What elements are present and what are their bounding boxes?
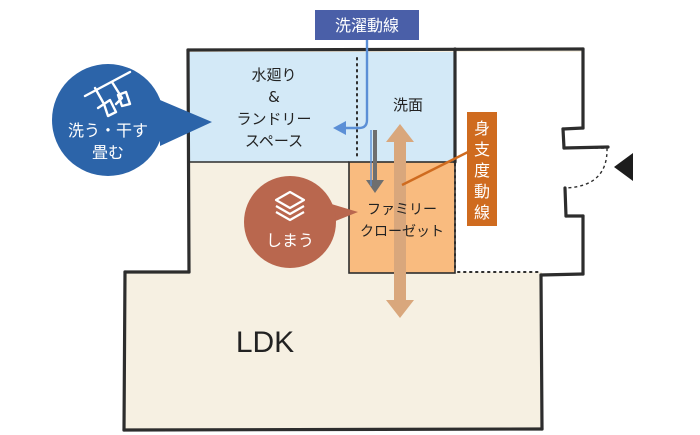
laundry-flow-label: 洗濯動線: [335, 16, 399, 35]
prep-flow-arrow: [386, 124, 414, 318]
prep-flow-char-2: 支: [474, 140, 490, 159]
washroom-label: 洗面: [393, 96, 423, 114]
ldk-label: LDK: [236, 326, 294, 359]
laundry-flow-label-bg: [315, 10, 419, 40]
prep-flow-char-3: 度: [474, 161, 490, 180]
wash-dry-line-1: 洗う・干す: [68, 121, 148, 140]
store-label: しまう: [266, 231, 314, 250]
entrance-triangle-icon: [614, 153, 633, 181]
water-area-line-2: &: [268, 88, 280, 106]
entrance-door: [565, 147, 608, 189]
prep-flow-char-1: 身: [474, 119, 490, 138]
water-area-label: 水廻り & ランドリー スペース: [236, 66, 311, 150]
prep-flow-connector: [401, 150, 469, 187]
prep-flow-char-4: 動: [474, 182, 490, 201]
store-bubble: しまう: [244, 176, 358, 268]
family-closet-line-1: ファミリー: [367, 202, 437, 218]
folded-clothes-stack-icon: [274, 190, 306, 222]
hanging-laundry-icon: [83, 70, 132, 118]
prep-flow-label-bg: [467, 112, 497, 226]
water-area-line-1: 水廻り: [251, 66, 296, 84]
laundry-flow-arrow: [333, 38, 384, 193]
floor-ldk: [125, 272, 542, 430]
wash-dry-bubble: 洗う・干す 畳む: [52, 64, 212, 176]
walls: [122, 47, 610, 432]
wash-dry-label: 洗う・干す 畳む: [68, 121, 148, 162]
water-area-line-3: ランドリー: [236, 110, 311, 128]
prep-flow-label: 身 支 度 動 線: [474, 119, 490, 222]
dotted-partitions: [356, 57, 541, 273]
water-area-room: [188, 52, 455, 162]
wash-dry-line-2: 畳む: [92, 143, 124, 162]
family-closet-line-2: クローゼット: [360, 224, 444, 240]
water-area-line-4: スペース: [245, 132, 303, 150]
family-closet-label: ファミリー クローゼット: [360, 202, 444, 240]
prep-flow-char-5: 線: [474, 203, 490, 222]
